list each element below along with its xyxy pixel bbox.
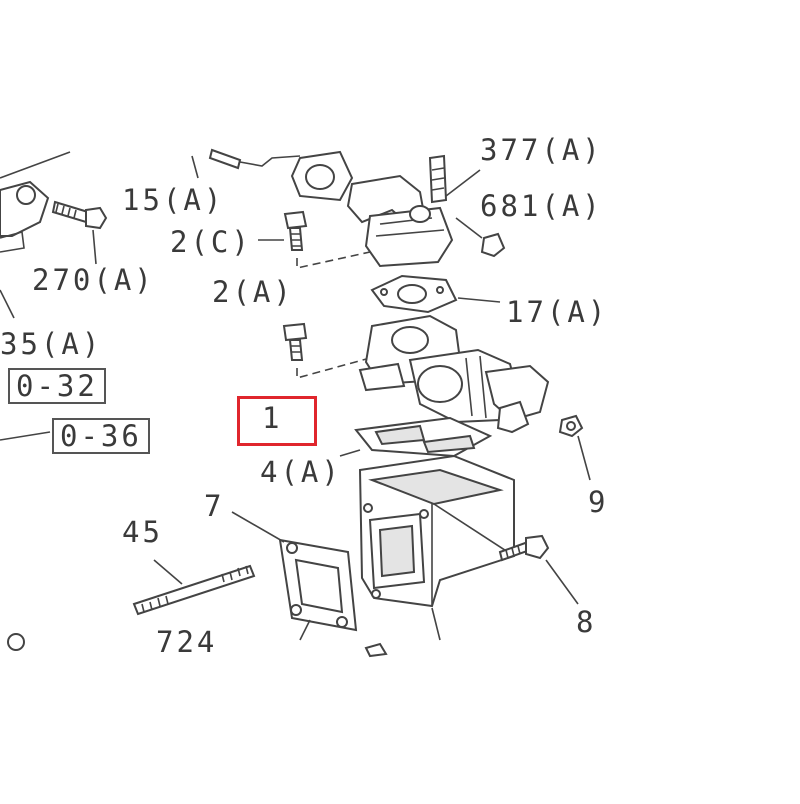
gasket-7 bbox=[231, 511, 358, 632]
nut-9 bbox=[558, 414, 591, 481]
label-45: 45 bbox=[122, 515, 163, 549]
selected-part-highlight bbox=[237, 396, 317, 446]
label-17a: 17(A) bbox=[506, 295, 609, 329]
label-part-1[interactable]: 1 bbox=[262, 401, 283, 435]
bottom-partial-parts bbox=[7, 619, 388, 658]
label-724: 724 bbox=[156, 625, 218, 659]
reference-box-0-36[interactable]: 0-36 bbox=[52, 418, 150, 454]
label-681a: 681(A) bbox=[480, 189, 603, 223]
flange-gasket-top bbox=[290, 150, 354, 202]
gasket-4a bbox=[339, 416, 493, 458]
label-270a: 270(A) bbox=[32, 263, 155, 297]
exhaust-adapter bbox=[358, 454, 515, 641]
bolt-2a bbox=[282, 322, 371, 380]
egr-pipe-elbow bbox=[346, 154, 506, 268]
label-9: 9 bbox=[588, 485, 609, 519]
label-4a: 4(A) bbox=[260, 455, 342, 489]
bolt-2c bbox=[258, 210, 371, 269]
gasket-17a bbox=[370, 274, 501, 314]
bolt-15a bbox=[191, 148, 301, 179]
label-2a: 2(A) bbox=[212, 275, 294, 309]
label-15a: 15(A) bbox=[122, 183, 225, 217]
bolt-270a bbox=[51, 200, 108, 265]
bolt-8 bbox=[498, 534, 579, 605]
bracket-part-left bbox=[0, 151, 71, 441]
label-377a: 377(A) bbox=[480, 133, 603, 167]
label-2c: 2(C) bbox=[170, 225, 252, 259]
reference-box-0-32[interactable]: 0-32 bbox=[8, 368, 106, 404]
stud-45 bbox=[132, 559, 256, 616]
label-7: 7 bbox=[204, 489, 225, 523]
egr-valve-body bbox=[358, 314, 550, 434]
label-35a: 35(A) bbox=[0, 327, 103, 361]
label-8: 8 bbox=[576, 605, 597, 639]
